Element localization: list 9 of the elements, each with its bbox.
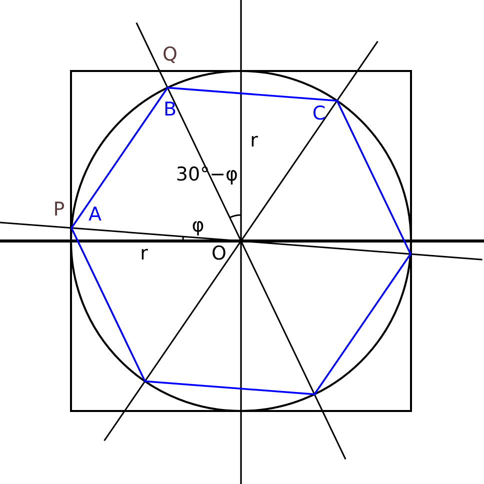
length-label: r	[140, 244, 148, 264]
point-label: O	[212, 244, 226, 264]
point-label: A	[88, 206, 102, 224]
length-label: r	[250, 132, 258, 150]
point-label: B	[163, 100, 177, 120]
point-label: P	[53, 200, 65, 220]
point-label: C	[312, 104, 326, 124]
point-label: Q	[162, 46, 178, 64]
angle-label: φ	[192, 216, 204, 236]
